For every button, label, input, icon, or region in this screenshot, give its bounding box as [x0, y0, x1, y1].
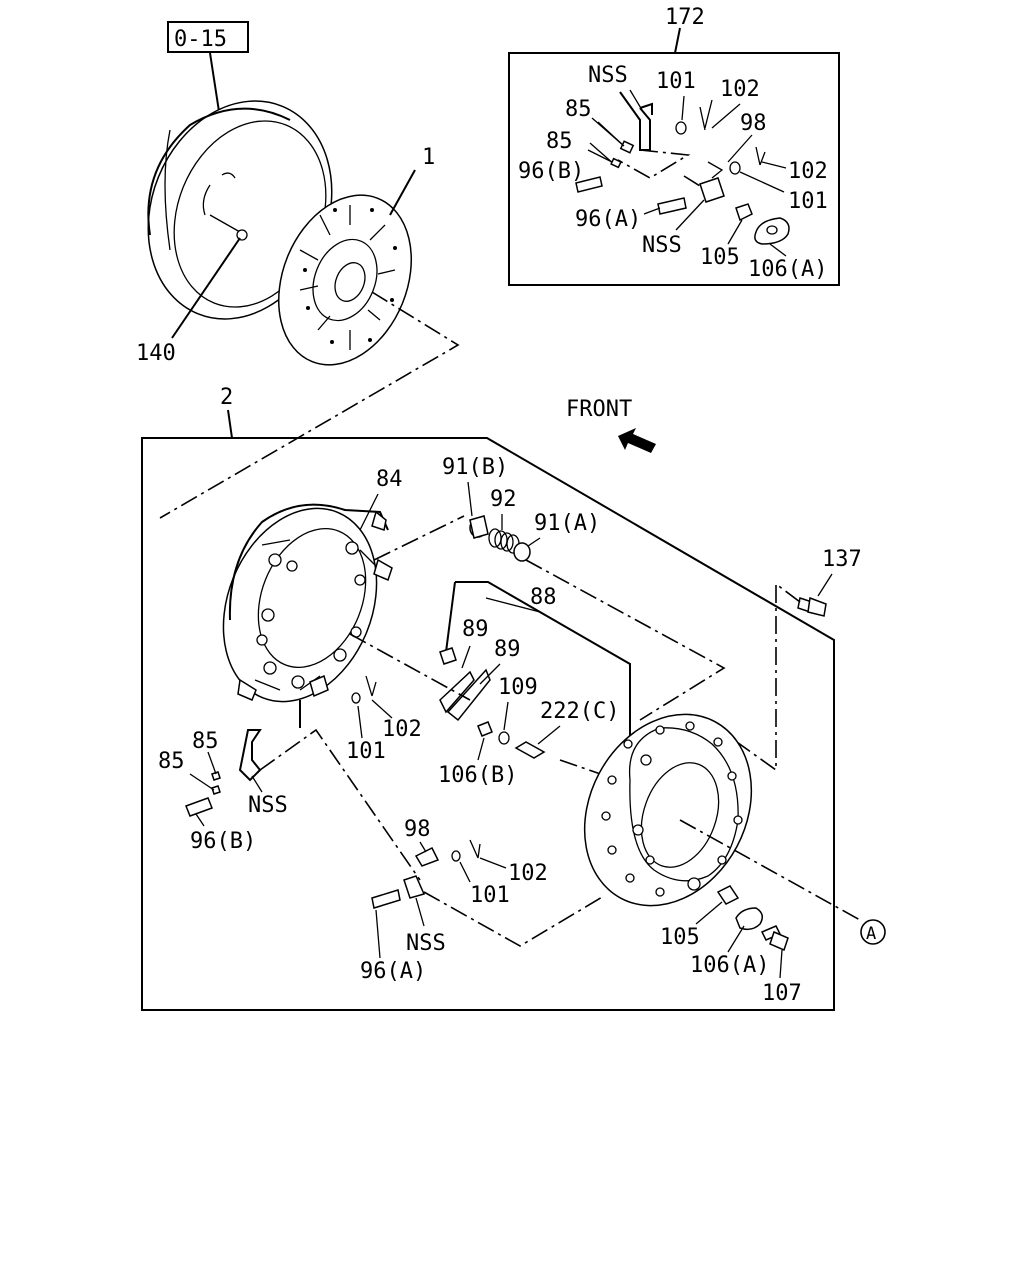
- inset-callout-102-a: 102: [720, 77, 760, 102]
- inset-callout-105: 105: [700, 245, 740, 270]
- callout-85-left-a: 85: [192, 729, 219, 754]
- callout-102-left: 102: [508, 861, 548, 886]
- inset-callout-101-a: 101: [656, 69, 696, 94]
- callout-91b: 91(B): [442, 455, 508, 480]
- reference-circle-a[interactable]: A: [860, 919, 886, 945]
- pressure-plate-cover: [222, 503, 393, 703]
- callout-172: 172: [665, 5, 705, 30]
- inset-callout-nss-2: NSS: [642, 233, 682, 258]
- callout-106a: 106(A): [690, 953, 769, 978]
- callout-96a-left: 96(A): [360, 959, 426, 984]
- reference-box-label[interactable]: 0-15: [174, 27, 227, 52]
- inset-callout-101-b: 101: [788, 189, 828, 214]
- inset-callout-85-a: 85: [565, 97, 592, 122]
- callout-1: 1: [422, 145, 435, 170]
- callout-92: 92: [490, 487, 517, 512]
- reference-box[interactable]: 0-15: [167, 21, 249, 53]
- callout-88: 88: [530, 585, 557, 610]
- callout-89-b: 89: [494, 637, 521, 662]
- inset-callout-102-b: 102: [788, 159, 828, 184]
- callout-109: 109: [498, 675, 538, 700]
- bolt-137: [797, 596, 827, 617]
- callout-2: 2: [220, 385, 233, 410]
- inset-callout-96b: 96(B): [518, 159, 584, 184]
- reference-circle-label: A: [866, 924, 876, 944]
- pressure-plate-disc: [583, 713, 753, 907]
- callout-102-mid: 102: [382, 717, 422, 742]
- callout-85-left-b: 85: [158, 749, 185, 774]
- callout-89-a: 89: [462, 617, 489, 642]
- callout-101-left: 101: [470, 883, 510, 908]
- inset-callout-106a: 106(A): [748, 257, 827, 282]
- inset-callout-98: 98: [740, 111, 767, 136]
- inset-callout-85-b: 85: [546, 129, 573, 154]
- front-label: FRONT: [566, 397, 632, 422]
- spring-assembly: [469, 515, 531, 562]
- callout-nss-left-2: NSS: [406, 931, 446, 956]
- callout-107: 107: [762, 981, 802, 1006]
- callout-101-mid: 101: [346, 739, 386, 764]
- callout-105: 105: [660, 925, 700, 950]
- front-arrow-icon: [618, 428, 656, 453]
- inset-callout-nss-1: NSS: [588, 63, 628, 88]
- callout-137: 137: [822, 547, 862, 572]
- callout-84: 84: [376, 467, 403, 492]
- callout-222c: 222(C): [540, 699, 619, 724]
- callout-98-left: 98: [404, 817, 431, 842]
- callout-91a: 91(A): [534, 511, 600, 536]
- left-lever: [185, 729, 262, 817]
- callout-96b-left: 96(B): [190, 829, 256, 854]
- callout-140: 140: [136, 341, 176, 366]
- inset-box-172: 172 NSS 101 102: [508, 5, 840, 286]
- clutch-disc: [277, 194, 413, 366]
- callout-nss-left: NSS: [248, 793, 288, 818]
- inset-callout-96a: 96(A): [575, 207, 641, 232]
- callout-106b: 106(B): [438, 763, 517, 788]
